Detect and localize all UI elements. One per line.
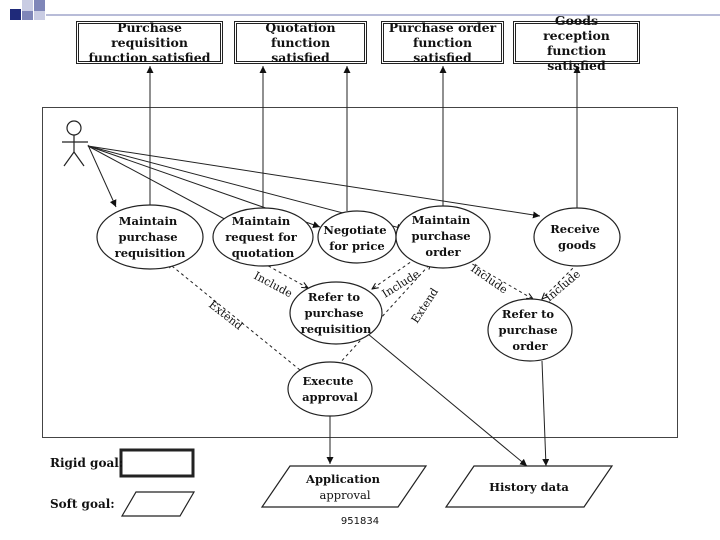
- use-case-label: Refer to purchase order: [498, 307, 561, 353]
- include-arrow: [262, 262, 308, 288]
- goal-quotation: Quotation function satisfied: [234, 20, 367, 65]
- extend-label: Extend: [409, 286, 441, 326]
- use-case-frame: [42, 107, 678, 438]
- actor-icon: [62, 120, 88, 167]
- soft-goal-history-data: [444, 465, 614, 508]
- goal-arrows: [146, 66, 581, 211]
- soft-goal-arrows: [326, 333, 550, 467]
- soft-goal-arrow: [541, 360, 550, 467]
- use-case-receive-goods: [533, 207, 621, 267]
- use-case-maintain-purchase-order: [395, 205, 491, 269]
- goal-label: Quotation function satisfied: [265, 20, 336, 65]
- goal-label: Purchase requisition function satisfied: [88, 20, 211, 65]
- corner-square: [22, 9, 33, 20]
- include-label: Include: [468, 262, 510, 297]
- soft-goal-arrow: [367, 333, 528, 467]
- corner-square: [22, 0, 33, 11]
- soft-goal-application-approval: [260, 465, 428, 508]
- assoc-line: [87, 144, 117, 208]
- legend-soft-goal-shape: [120, 491, 196, 517]
- include-label: Include: [252, 269, 295, 300]
- goal-purchase-order: Purchase order function satisfied: [381, 20, 504, 65]
- use-case-refer-to-purchase-requisition: [289, 281, 383, 345]
- corner-square: [34, 0, 45, 11]
- use-case-label: Negotiate for price: [323, 223, 390, 253]
- use-case-label: Execute approval: [302, 374, 358, 404]
- use-case-label: Maintain request for quotation: [225, 214, 301, 260]
- extend-arrow: [337, 263, 431, 366]
- use-case-negotiate-for-price: [317, 210, 397, 264]
- use-case-label: Refer to purchase requisition: [301, 290, 372, 336]
- use-case-execute-approval: [287, 361, 373, 417]
- assoc-line: [87, 145, 233, 224]
- corner-square: [10, 9, 21, 20]
- extend-arrow: [167, 262, 301, 371]
- dependency-arrows: [167, 257, 578, 371]
- include-label: Include: [543, 268, 583, 305]
- extend-label: Extend: [206, 298, 245, 332]
- include-arrow: [372, 258, 416, 289]
- goal-purchase-requisition: Purchase requisition function satisfied: [76, 20, 223, 65]
- soft-goal-label: Application approval: [305, 472, 384, 502]
- use-case-label: Receive goods: [550, 222, 604, 252]
- use-case-maintain-purchase-requisition: [96, 204, 204, 270]
- include-arrow: [461, 257, 533, 299]
- soft-goal-label: History data: [489, 480, 569, 494]
- use-case-refer-to-purchase-order: [487, 298, 573, 362]
- goal-label: Purchase order function satisfied: [388, 20, 497, 65]
- use-case-maintain-request-for-quotation: [212, 207, 314, 267]
- use-case-label: Maintain purchase requisition: [115, 214, 186, 260]
- include-arrow: [542, 263, 578, 299]
- assoc-line: [87, 145, 541, 219]
- use-case-label: Maintain purchase order: [411, 213, 474, 259]
- include-label: Include: [380, 267, 422, 300]
- corner-decoration: [0, 0, 720, 22]
- legend-rigid-goal-label: Rigid goal:: [50, 456, 124, 470]
- goal-label: Goods reception function satisfied: [543, 12, 610, 73]
- slide-caption: 951834: [340, 516, 380, 527]
- legend-soft-goal-label: Soft goal:: [50, 497, 115, 511]
- goal-goods-reception: Goods reception function satisfied: [513, 13, 640, 73]
- corner-square: [34, 9, 45, 20]
- corner-rule: [46, 14, 720, 16]
- legend-rigid-goal-shape: [119, 448, 195, 478]
